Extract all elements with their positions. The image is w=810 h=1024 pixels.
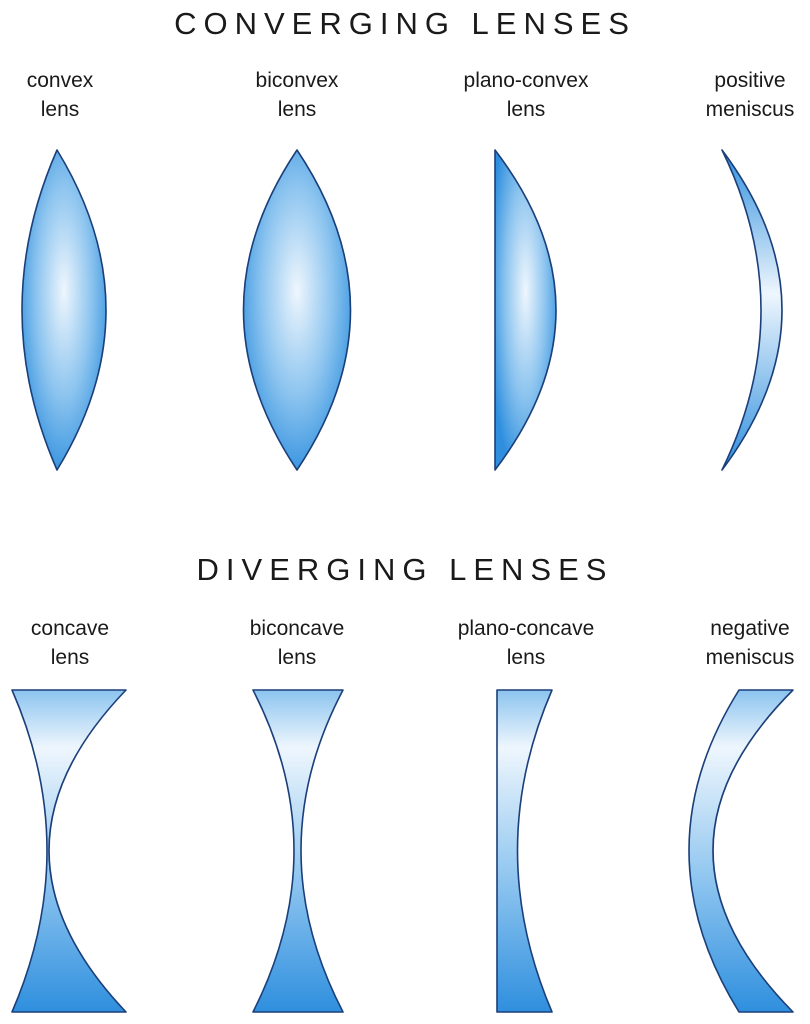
positive-meniscus-label: positive meniscus <box>655 66 810 124</box>
concave-lens-icon <box>11 689 127 1013</box>
label-line: meniscus <box>705 98 795 121</box>
diverging-lenses-heading: DIVERGING LENSES <box>196 552 614 587</box>
negative-meniscus-label: negative meniscus <box>655 614 810 672</box>
negative-meniscus-icon <box>688 689 794 1013</box>
label-line: lens <box>506 98 546 121</box>
label-line: positive <box>714 69 786 92</box>
label-line: lens <box>277 98 317 121</box>
label-line: convex <box>26 69 94 92</box>
label-line: negative <box>710 617 790 640</box>
positive-meniscus-icon <box>721 149 783 471</box>
label-line: biconcave <box>249 617 345 640</box>
biconcave-lens-label: biconcave lens <box>202 614 392 672</box>
label-line: biconvex <box>255 69 339 92</box>
convex-lens-label: convex lens <box>0 66 155 124</box>
biconvex-lens-icon <box>242 149 352 471</box>
plano-convex-lens-icon <box>494 149 557 471</box>
convex-lens-icon <box>21 149 107 471</box>
label-line: lens <box>50 646 90 669</box>
label-line: lens <box>277 646 317 669</box>
label-line: plano-convex <box>463 69 589 92</box>
plano-concave-lens-icon <box>496 689 553 1013</box>
label-line: concave <box>30 617 110 640</box>
biconcave-lens-icon <box>252 689 344 1013</box>
biconvex-lens-label: biconvex lens <box>202 66 392 124</box>
converging-lenses-heading: CONVERGING LENSES <box>174 6 636 41</box>
label-line: lens <box>506 646 546 669</box>
label-line: plano-concave <box>457 617 595 640</box>
label-line: lens <box>40 98 80 121</box>
concave-lens-label: concave lens <box>0 614 165 672</box>
label-line: meniscus <box>705 646 795 669</box>
plano-convex-lens-label: plano-convex lens <box>431 66 621 124</box>
plano-concave-lens-label: plano-concave lens <box>431 614 621 672</box>
